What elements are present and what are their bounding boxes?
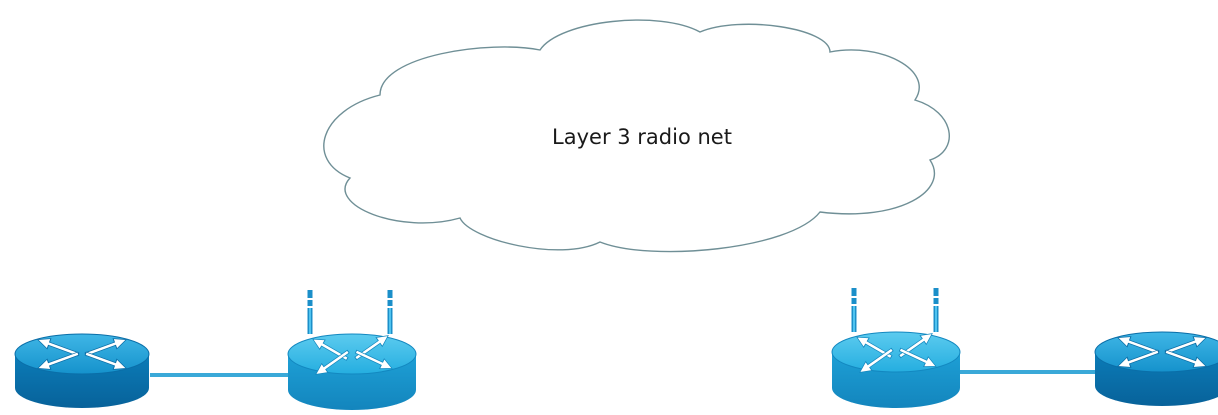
router-icon: [1095, 332, 1218, 406]
router-left[interactable]: [15, 334, 149, 408]
antenna-icon: [851, 288, 857, 332]
cloud-outline: [323, 19, 950, 253]
layer3-radio-net-cloud: Layer 3 radio net: [323, 19, 950, 253]
wireless-router-icon: [288, 331, 416, 410]
antenna-icon: [933, 288, 939, 332]
cloud-label: Layer 3 radio net: [552, 125, 732, 149]
antenna-icon: [387, 290, 393, 334]
wireless-router-icon: [832, 329, 960, 408]
router-icon: [15, 334, 149, 408]
router-right[interactable]: [1095, 332, 1218, 406]
wireless-router-left[interactable]: [288, 290, 416, 410]
wireless-router-right[interactable]: [832, 288, 960, 408]
antenna-icon: [307, 290, 313, 334]
